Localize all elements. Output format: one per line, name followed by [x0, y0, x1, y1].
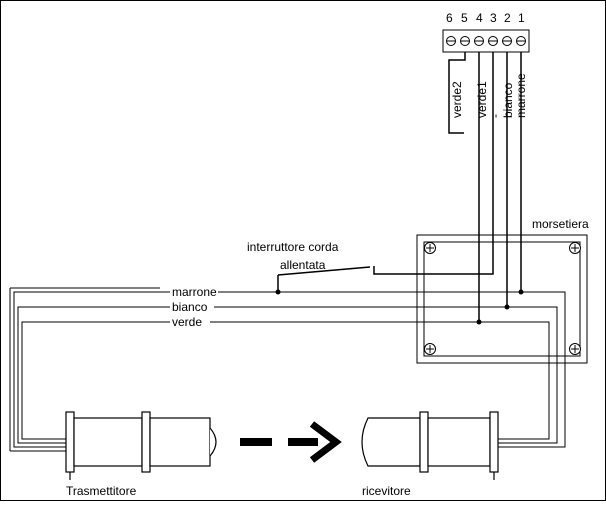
label-bg-marrone	[170, 284, 218, 298]
terminal-screw-5-icon	[460, 36, 470, 46]
terminal-screw-2-icon	[502, 36, 512, 46]
transmitter-photocell-icon	[65, 411, 217, 480]
wire-verde2	[448, 52, 466, 134]
terminal-number-4: 4	[476, 11, 483, 25]
wire-label-bianco: bianco	[501, 82, 515, 118]
terminal-block-body	[442, 29, 530, 53]
switch-contact-icon	[277, 266, 371, 276]
receiver-photocell-icon	[361, 411, 499, 480]
wire-minus-vertical	[373, 52, 494, 275]
label-switch-line2: allentata	[280, 258, 326, 272]
junction-box-inner	[423, 241, 581, 357]
junction-dot-bianco	[504, 304, 510, 310]
junction-box-outer	[416, 234, 588, 364]
terminal-number-2: 2	[504, 11, 511, 25]
wire-label-verde1: verde1	[475, 81, 489, 118]
beam-dash	[240, 438, 272, 446]
transmitter-front	[149, 417, 211, 467]
cable-bianco	[17, 306, 558, 444]
transmitter-body	[73, 417, 143, 467]
transmitter-nut	[141, 411, 151, 473]
transmitter-flange	[65, 411, 75, 473]
cable-marrone	[13, 291, 566, 448]
terminal-number-5: 5	[461, 11, 468, 25]
wire-label-minus: -	[488, 114, 502, 118]
terminal-screws	[446, 36, 526, 46]
box-screw-tr-icon	[569, 242, 581, 254]
beam-arrow-icon	[240, 421, 342, 463]
label-bg-verde	[170, 314, 210, 328]
terminal-number-3: 3	[490, 11, 497, 25]
label-transmitter: Trasmettitore	[66, 484, 137, 498]
terminal-screw-1-icon	[516, 36, 526, 46]
label-switch-line1: interruttore corda	[247, 240, 339, 254]
terminal-screw-3-icon	[488, 36, 498, 46]
terminal-block: 6 5 4 3 2 1	[442, 11, 530, 53]
box-screw-tl-icon	[424, 242, 436, 254]
label-morsetiera: morsetiera	[532, 217, 589, 231]
cable-verde	[21, 321, 550, 440]
junction-dot-marrone	[518, 289, 524, 295]
beam-arrow-head	[309, 421, 342, 463]
receiver-nut	[419, 411, 429, 473]
label-bg-bianco	[170, 299, 214, 313]
wire-label-verde2: verde2	[450, 81, 464, 118]
receiver-flange	[489, 411, 499, 473]
label-cable-marrone: marrone	[172, 285, 217, 299]
junction-dot-verde	[476, 319, 482, 325]
label-receiver: ricevitore	[362, 484, 411, 498]
box-screw-bl-icon	[424, 343, 436, 355]
junction-box	[416, 234, 588, 364]
label-cable-bianco: bianco	[172, 300, 208, 314]
receiver-body	[427, 417, 491, 467]
label-cable-verde: verde	[172, 315, 202, 329]
terminal-number-6: 6	[446, 11, 453, 25]
beam-arrow-shaft	[288, 438, 318, 446]
terminal-screw-4-icon	[474, 36, 484, 46]
receiver-front	[361, 417, 421, 467]
terminal-number-1: 1	[518, 11, 525, 25]
terminal-screw-6-icon	[446, 36, 456, 46]
transmitter-lens	[209, 427, 217, 457]
cable-bundle	[9, 287, 566, 452]
box-screw-br-icon	[569, 343, 581, 355]
